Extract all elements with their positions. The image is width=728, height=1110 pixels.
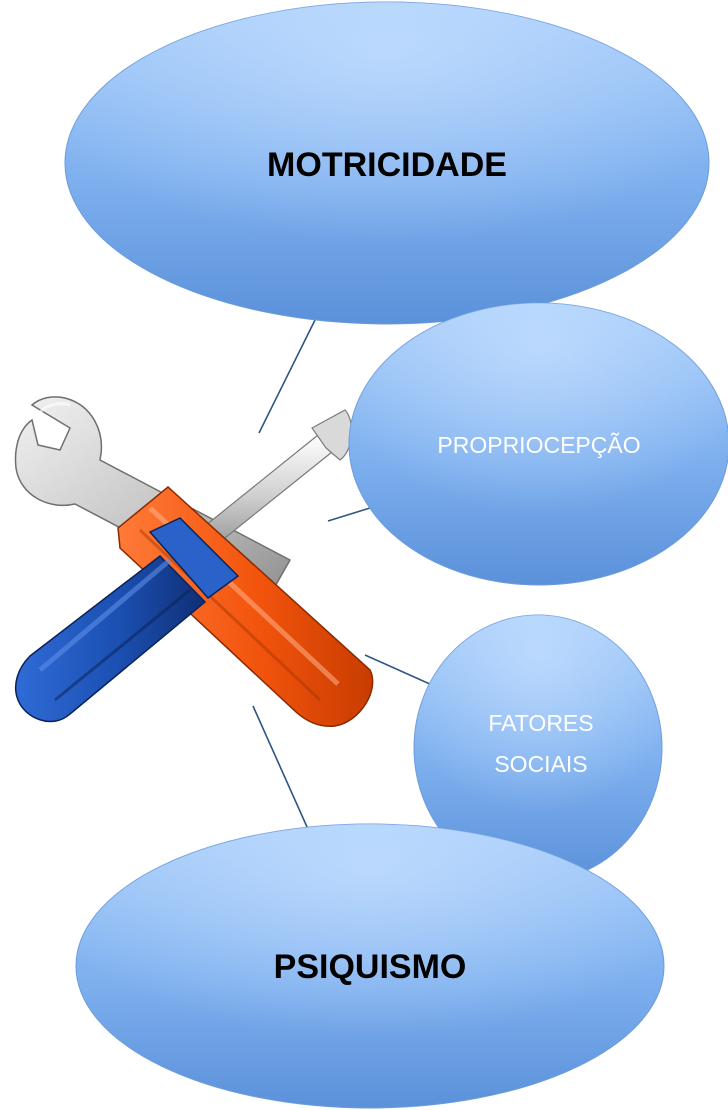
node-label-sociais: SOCIAIS — [494, 751, 587, 777]
node-psiquismo: PSIQUISMO — [75, 823, 665, 1109]
node-label-motricidade: MOTRICIDADE — [267, 146, 507, 184]
node-fatores-sociais: FATORES SOCIAIS — [413, 614, 663, 882]
blue-handle — [14, 517, 240, 723]
wrench-and-screwdriver-icon — [14, 396, 374, 728]
node-motricidade: MOTRICIDADE — [64, 1, 710, 325]
node-propriocepcao: PROPRIOCEPÇÃO — [348, 302, 728, 586]
node-label-propriocepcao: PROPRIOCEPÇÃO — [437, 432, 640, 458]
node-label-fatores: FATORES — [488, 710, 593, 736]
connector-propriocepcao — [327, 507, 371, 522]
connector-motricidade — [258, 317, 317, 434]
node-label-psiquismo: PSIQUISMO — [274, 948, 467, 986]
connector-fatores-sociais — [364, 654, 433, 686]
